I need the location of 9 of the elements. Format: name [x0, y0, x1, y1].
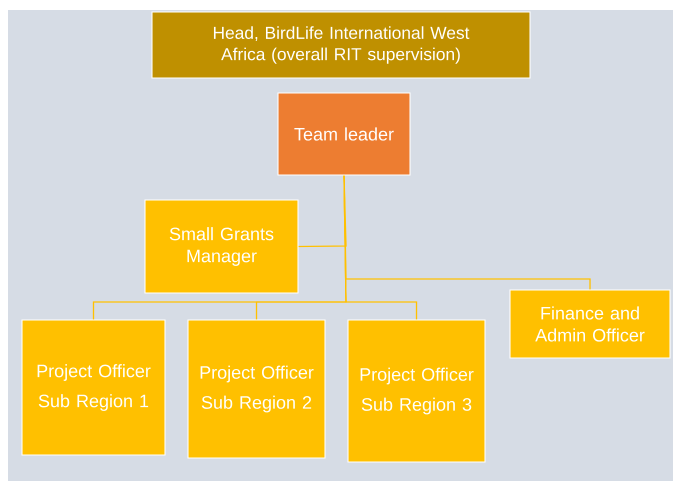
connector-line — [298, 176, 347, 248]
role-box: Project Officer Sub Region 2 — [187, 319, 326, 459]
role-box: Small Grants Manager — [144, 199, 299, 294]
role-box: Project Officer Sub Region 3 — [347, 319, 486, 463]
role-box: Project Officer Sub Region 1 — [21, 319, 166, 456]
header-box: Head, BirdLife International West Africa (overall RIT supervision) — [151, 11, 531, 79]
leader-box: Team leader — [277, 92, 411, 176]
connector-line — [343, 176, 591, 290]
role-box: Finance and Admin Officer — [509, 289, 671, 359]
